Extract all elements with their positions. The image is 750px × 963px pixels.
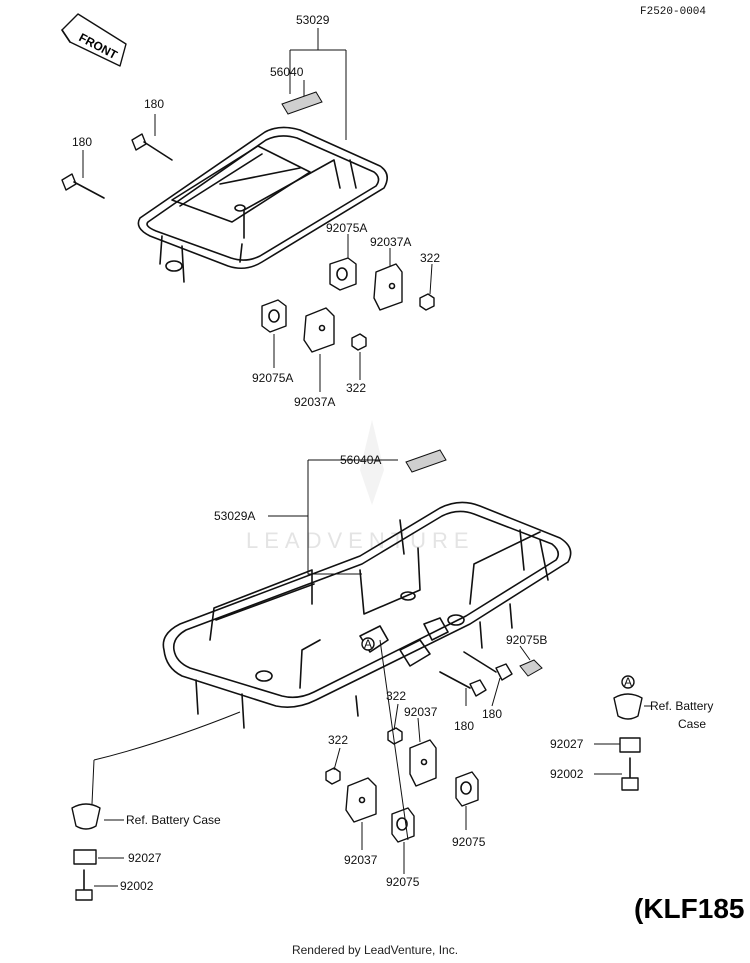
collar-92027-right-icon <box>619 737 641 753</box>
footer-credit: Rendered by LeadVenture, Inc. <box>291 943 459 957</box>
callout-92002-right: 92002 <box>550 767 584 781</box>
callout-322-c: 322 <box>386 689 406 703</box>
callout-322-d: 322 <box>328 733 348 747</box>
watermark-logo-icon <box>360 420 384 505</box>
callout-180-b: 180 <box>72 135 92 149</box>
rear-carrier-upper <box>137 126 388 283</box>
model-code: (KLF185 <box>634 893 744 924</box>
front-carrier-lower <box>162 501 572 729</box>
callout-92075A-b: 92075A <box>252 371 293 385</box>
nut-322-a-icon <box>419 293 435 311</box>
bolt-180-c-icon <box>439 671 487 697</box>
callout-56040A: 56040A <box>340 453 381 467</box>
callout-92075A-a: 92075A <box>326 221 367 235</box>
callout-92075-a: 92075 <box>452 835 486 849</box>
sticker-56040-icon <box>281 91 323 115</box>
watermark: LEADVENTURE <box>246 528 475 553</box>
sticker-56040A-icon <box>405 449 447 473</box>
callout-ref-battery-right-line1: Ref. Battery <box>650 699 713 713</box>
callout-92075-b: 92075 <box>386 875 420 889</box>
grommet-92075B-icon <box>519 659 543 677</box>
callout-180-c: 180 <box>454 719 474 733</box>
callout-ref-battery-right-line2: Case <box>678 717 706 731</box>
battery-case-grommet-right-icon <box>613 693 643 720</box>
bolt-180-a-icon <box>131 133 173 161</box>
nut-322-d-icon <box>325 767 341 785</box>
cushion-92075-b-icon <box>391 807 415 843</box>
front-direction-arrow-icon <box>61 13 127 67</box>
cushion-92075A-b-icon <box>261 299 287 333</box>
reference-marker-a-center: A <box>364 637 372 651</box>
reference-marker-a-right: A <box>624 675 632 689</box>
callout-ref-battery-left: Ref. Battery Case <box>126 813 221 827</box>
nut-322-b-icon <box>351 333 367 351</box>
callout-92027-left: 92027 <box>128 851 162 865</box>
callout-53029: 53029 <box>296 13 330 27</box>
battery-case-grommet-left-icon <box>71 803 101 830</box>
figure-code: F2520-0004 <box>640 6 706 18</box>
bolt-92002-left-icon <box>75 869 93 901</box>
reference-marker-a-center-icon <box>361 637 375 651</box>
callout-92037-a: 92037 <box>404 705 438 719</box>
cushion-92075A-a-icon <box>329 257 357 291</box>
bolt-92002-right-icon <box>621 757 639 791</box>
callout-92037-b: 92037 <box>344 853 378 867</box>
callout-180-a: 180 <box>144 97 164 111</box>
callout-92037A-b: 92037A <box>294 395 335 409</box>
bracket-92037A-a-icon <box>373 263 403 311</box>
callout-56040: 56040 <box>270 65 304 79</box>
nut-322-c-icon <box>387 727 403 745</box>
callout-92075B: 92075B <box>506 633 547 647</box>
bracket-92037A-b-icon <box>303 307 335 353</box>
callout-92037A-a: 92037A <box>370 235 411 249</box>
cushion-92075-a-icon <box>455 771 479 807</box>
callout-322-a: 322 <box>420 251 440 265</box>
callout-322-b: 322 <box>346 381 366 395</box>
bracket-92037-b-icon <box>345 777 377 823</box>
collar-92027-left-icon <box>73 849 97 865</box>
callout-180-d: 180 <box>482 707 502 721</box>
callout-53029A: 53029A <box>214 509 255 523</box>
callout-92027-right: 92027 <box>550 737 584 751</box>
callout-92002-left: 92002 <box>120 879 154 893</box>
bracket-92037-a-icon <box>409 739 437 787</box>
bolt-180-d-icon <box>463 651 513 681</box>
reference-marker-a-right-icon <box>621 675 635 689</box>
bolt-180-b-icon <box>61 173 105 199</box>
